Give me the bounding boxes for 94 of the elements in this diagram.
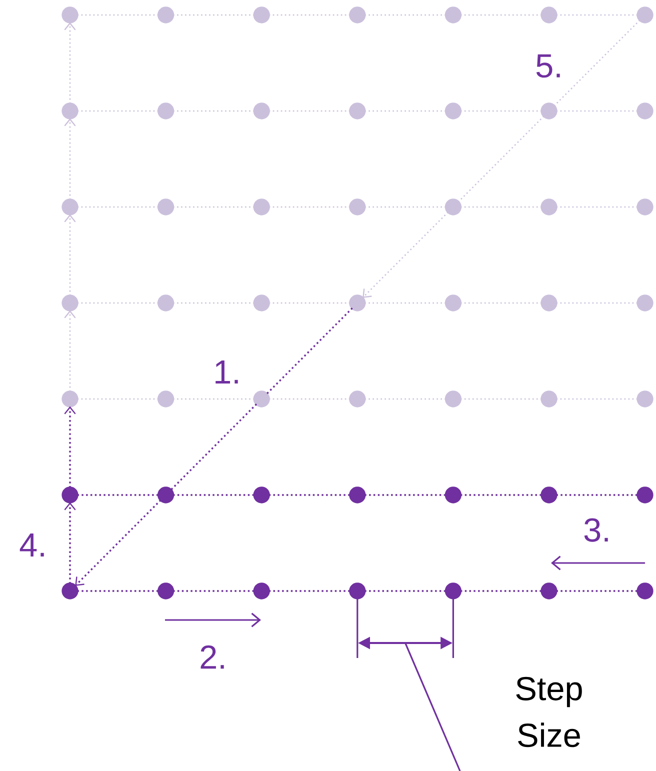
- connector: [64, 118, 76, 200]
- grid-dot: [253, 486, 270, 504]
- connector: [64, 502, 76, 584]
- connector: [64, 310, 76, 392]
- grid-dot: [253, 390, 270, 408]
- grid-dot: [540, 486, 558, 504]
- connector: [173, 14, 254, 16]
- grid-dot: [253, 6, 270, 24]
- connector: [362, 212, 449, 298]
- grid-dot: [62, 6, 78, 24]
- grid-dot: [444, 582, 462, 600]
- connector: [173, 110, 254, 112]
- grid-dot: [636, 390, 654, 408]
- grid-dot: [540, 6, 558, 24]
- connector: [173, 590, 254, 592]
- connector: [364, 590, 446, 592]
- grid-dot: [540, 390, 558, 408]
- connector: [173, 398, 254, 400]
- connector: [460, 590, 542, 592]
- grid-dot: [157, 102, 174, 120]
- connector: [268, 590, 350, 592]
- step-label: 1.: [216, 360, 238, 384]
- connector: [364, 110, 446, 112]
- grid-dot: [636, 102, 654, 120]
- connector: [554, 20, 640, 106]
- grid-dot: [157, 582, 174, 600]
- grid-dot: [636, 6, 654, 24]
- connector: [64, 214, 76, 296]
- connector: [364, 398, 446, 400]
- connector: [266, 308, 353, 394]
- connector: [556, 494, 638, 496]
- grid-dot: [540, 294, 558, 312]
- grid-dot: [540, 582, 558, 600]
- connector: [64, 22, 76, 104]
- grid-dot: [253, 102, 270, 120]
- step-label: 3.: [584, 518, 608, 542]
- grid-dot: [62, 102, 78, 120]
- grid-dot: [62, 294, 78, 312]
- grid-dot: [444, 6, 462, 24]
- grid-dot: [157, 294, 174, 312]
- connector: [458, 116, 544, 202]
- grid-dot: [540, 198, 558, 216]
- grid-dot: [349, 198, 366, 216]
- grid-dot: [636, 486, 654, 504]
- grid-dot: [636, 582, 654, 600]
- connector: [364, 206, 446, 208]
- step-label: 2.: [200, 645, 224, 669]
- connector: [75, 500, 162, 586]
- grid-dot: [253, 582, 270, 600]
- grid-dot: [444, 390, 462, 408]
- grid-dot: [444, 198, 462, 216]
- grid-dot: [349, 486, 366, 504]
- grid-dot: [157, 6, 174, 24]
- grid-dot: [349, 102, 366, 120]
- connector: [460, 494, 542, 496]
- connector: [173, 494, 254, 496]
- grid-dot: [349, 390, 366, 408]
- connector: [364, 14, 446, 16]
- connector: [77, 494, 159, 496]
- grid-dot: [157, 390, 174, 408]
- connector: [364, 302, 446, 304]
- connector: [364, 494, 446, 496]
- connector: [460, 14, 542, 16]
- grid-dot: [444, 294, 462, 312]
- grid-dot: [444, 102, 462, 120]
- connector: [173, 302, 254, 304]
- connector: [268, 494, 350, 496]
- grid-dot: [62, 486, 78, 504]
- grid-dot: [157, 486, 174, 504]
- grid-dot: [62, 390, 78, 408]
- grid-dot: [62, 198, 78, 216]
- grid-dot: [540, 102, 558, 120]
- grid-dot: [349, 294, 366, 312]
- grid-dot: [636, 294, 654, 312]
- step-label: Step Size: [516, 676, 582, 748]
- connector: [77, 590, 159, 592]
- connector: [460, 398, 542, 400]
- grid-dot: [253, 198, 270, 216]
- grid-dot: [157, 198, 174, 216]
- grid-dot: [444, 486, 462, 504]
- grid-dot: [62, 582, 78, 600]
- connector: [460, 206, 542, 208]
- connector: [556, 590, 638, 592]
- step-label: 4.: [20, 534, 44, 556]
- connector: [170, 404, 258, 490]
- grid-dot: [253, 294, 270, 312]
- grid-dot: [349, 6, 366, 24]
- grid-dot: [636, 198, 654, 216]
- step-label: 5.: [536, 54, 560, 78]
- connector: [173, 206, 254, 208]
- grid-dot: [349, 582, 366, 600]
- connector: [460, 302, 542, 304]
- connector: [64, 406, 76, 488]
- connector: [460, 110, 542, 112]
